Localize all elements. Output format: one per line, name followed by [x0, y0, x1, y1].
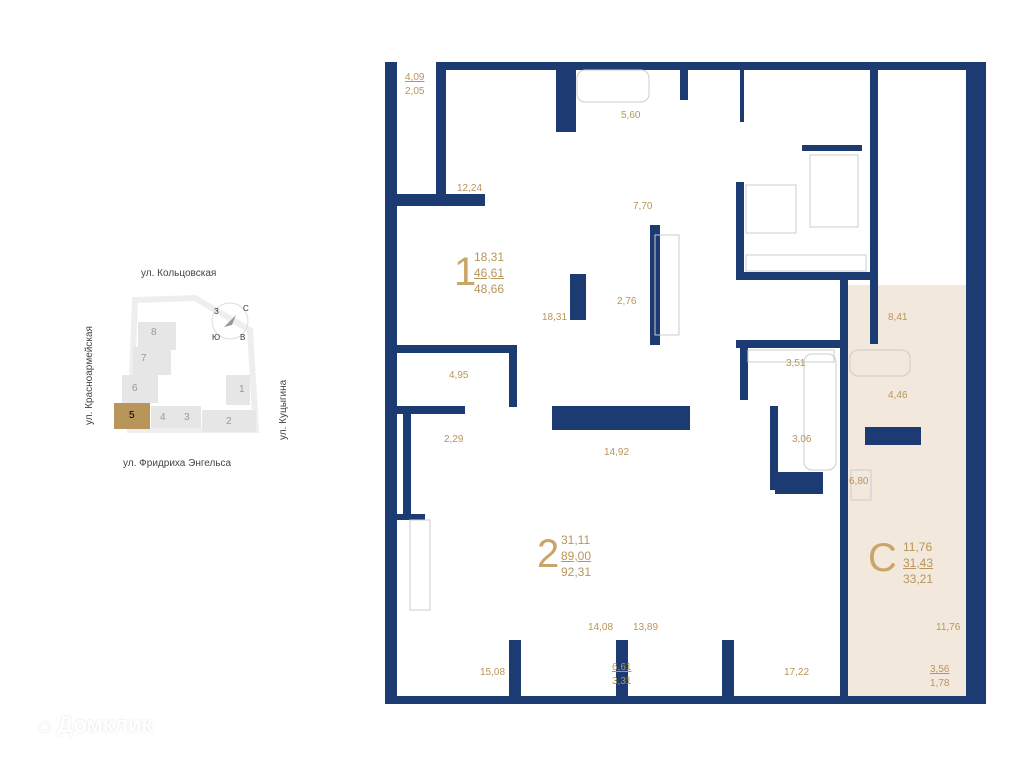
building-6: [122, 375, 158, 403]
watermark-logo: ⌂ Домклик: [38, 712, 153, 737]
building-3: [175, 406, 201, 428]
apartment-type: 1: [454, 250, 477, 294]
apartment-type: 2: [537, 532, 560, 576]
building-7: [133, 347, 171, 375]
apartment-type: С: [868, 536, 897, 580]
street-north: ул. Кольцовская: [141, 268, 217, 279]
fixtures: [409, 69, 911, 611]
building-8: [138, 322, 176, 350]
studio-highlight: [848, 285, 966, 635]
building-4: [151, 406, 175, 428]
building-2: [202, 410, 256, 432]
building-5: [114, 403, 150, 429]
building-1: [226, 375, 250, 405]
compass-icon: [224, 315, 236, 327]
street-south: ул. Фридриха Энгельса: [123, 458, 232, 469]
